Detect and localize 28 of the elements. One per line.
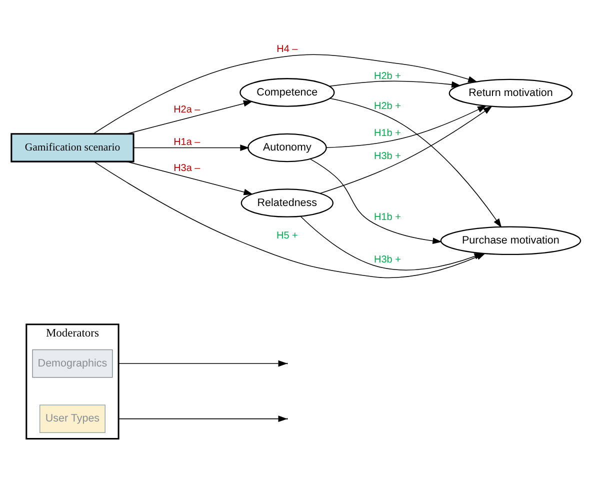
arrow <box>133 144 250 150</box>
arrow <box>126 100 253 134</box>
arrow <box>118 415 288 422</box>
node-box: User Types <box>39 404 106 433</box>
edge-label: H1b + <box>374 127 401 138</box>
arrow <box>118 360 288 366</box>
node-ellipse: Autonomy <box>248 132 327 162</box>
edge-label: H1b + <box>374 212 401 223</box>
edge-label: H2b + <box>374 70 401 82</box>
edge-label: H4 – <box>276 44 298 55</box>
node-ellipse: Return motivation <box>448 78 573 108</box>
edge-label: H2b + <box>374 100 401 112</box>
arrow <box>328 80 461 88</box>
arrow <box>320 105 492 194</box>
arrow <box>126 160 254 195</box>
edge-label: H3a – <box>174 162 200 174</box>
edge-label: H3b + <box>374 150 401 162</box>
arrow <box>330 97 502 228</box>
arrow <box>310 158 442 244</box>
edge-label: H1a – <box>174 136 200 148</box>
arrow <box>93 54 478 134</box>
arrow <box>326 104 487 148</box>
edge-label: H5 + <box>276 230 298 242</box>
edge-label: H3b + <box>374 254 401 265</box>
node-box: Gamification scenario <box>10 132 134 162</box>
node-box: Demographics <box>32 348 113 378</box>
node-ellipse: Purchase motivation <box>440 226 582 255</box>
edge-label: H2a – <box>174 104 200 116</box>
